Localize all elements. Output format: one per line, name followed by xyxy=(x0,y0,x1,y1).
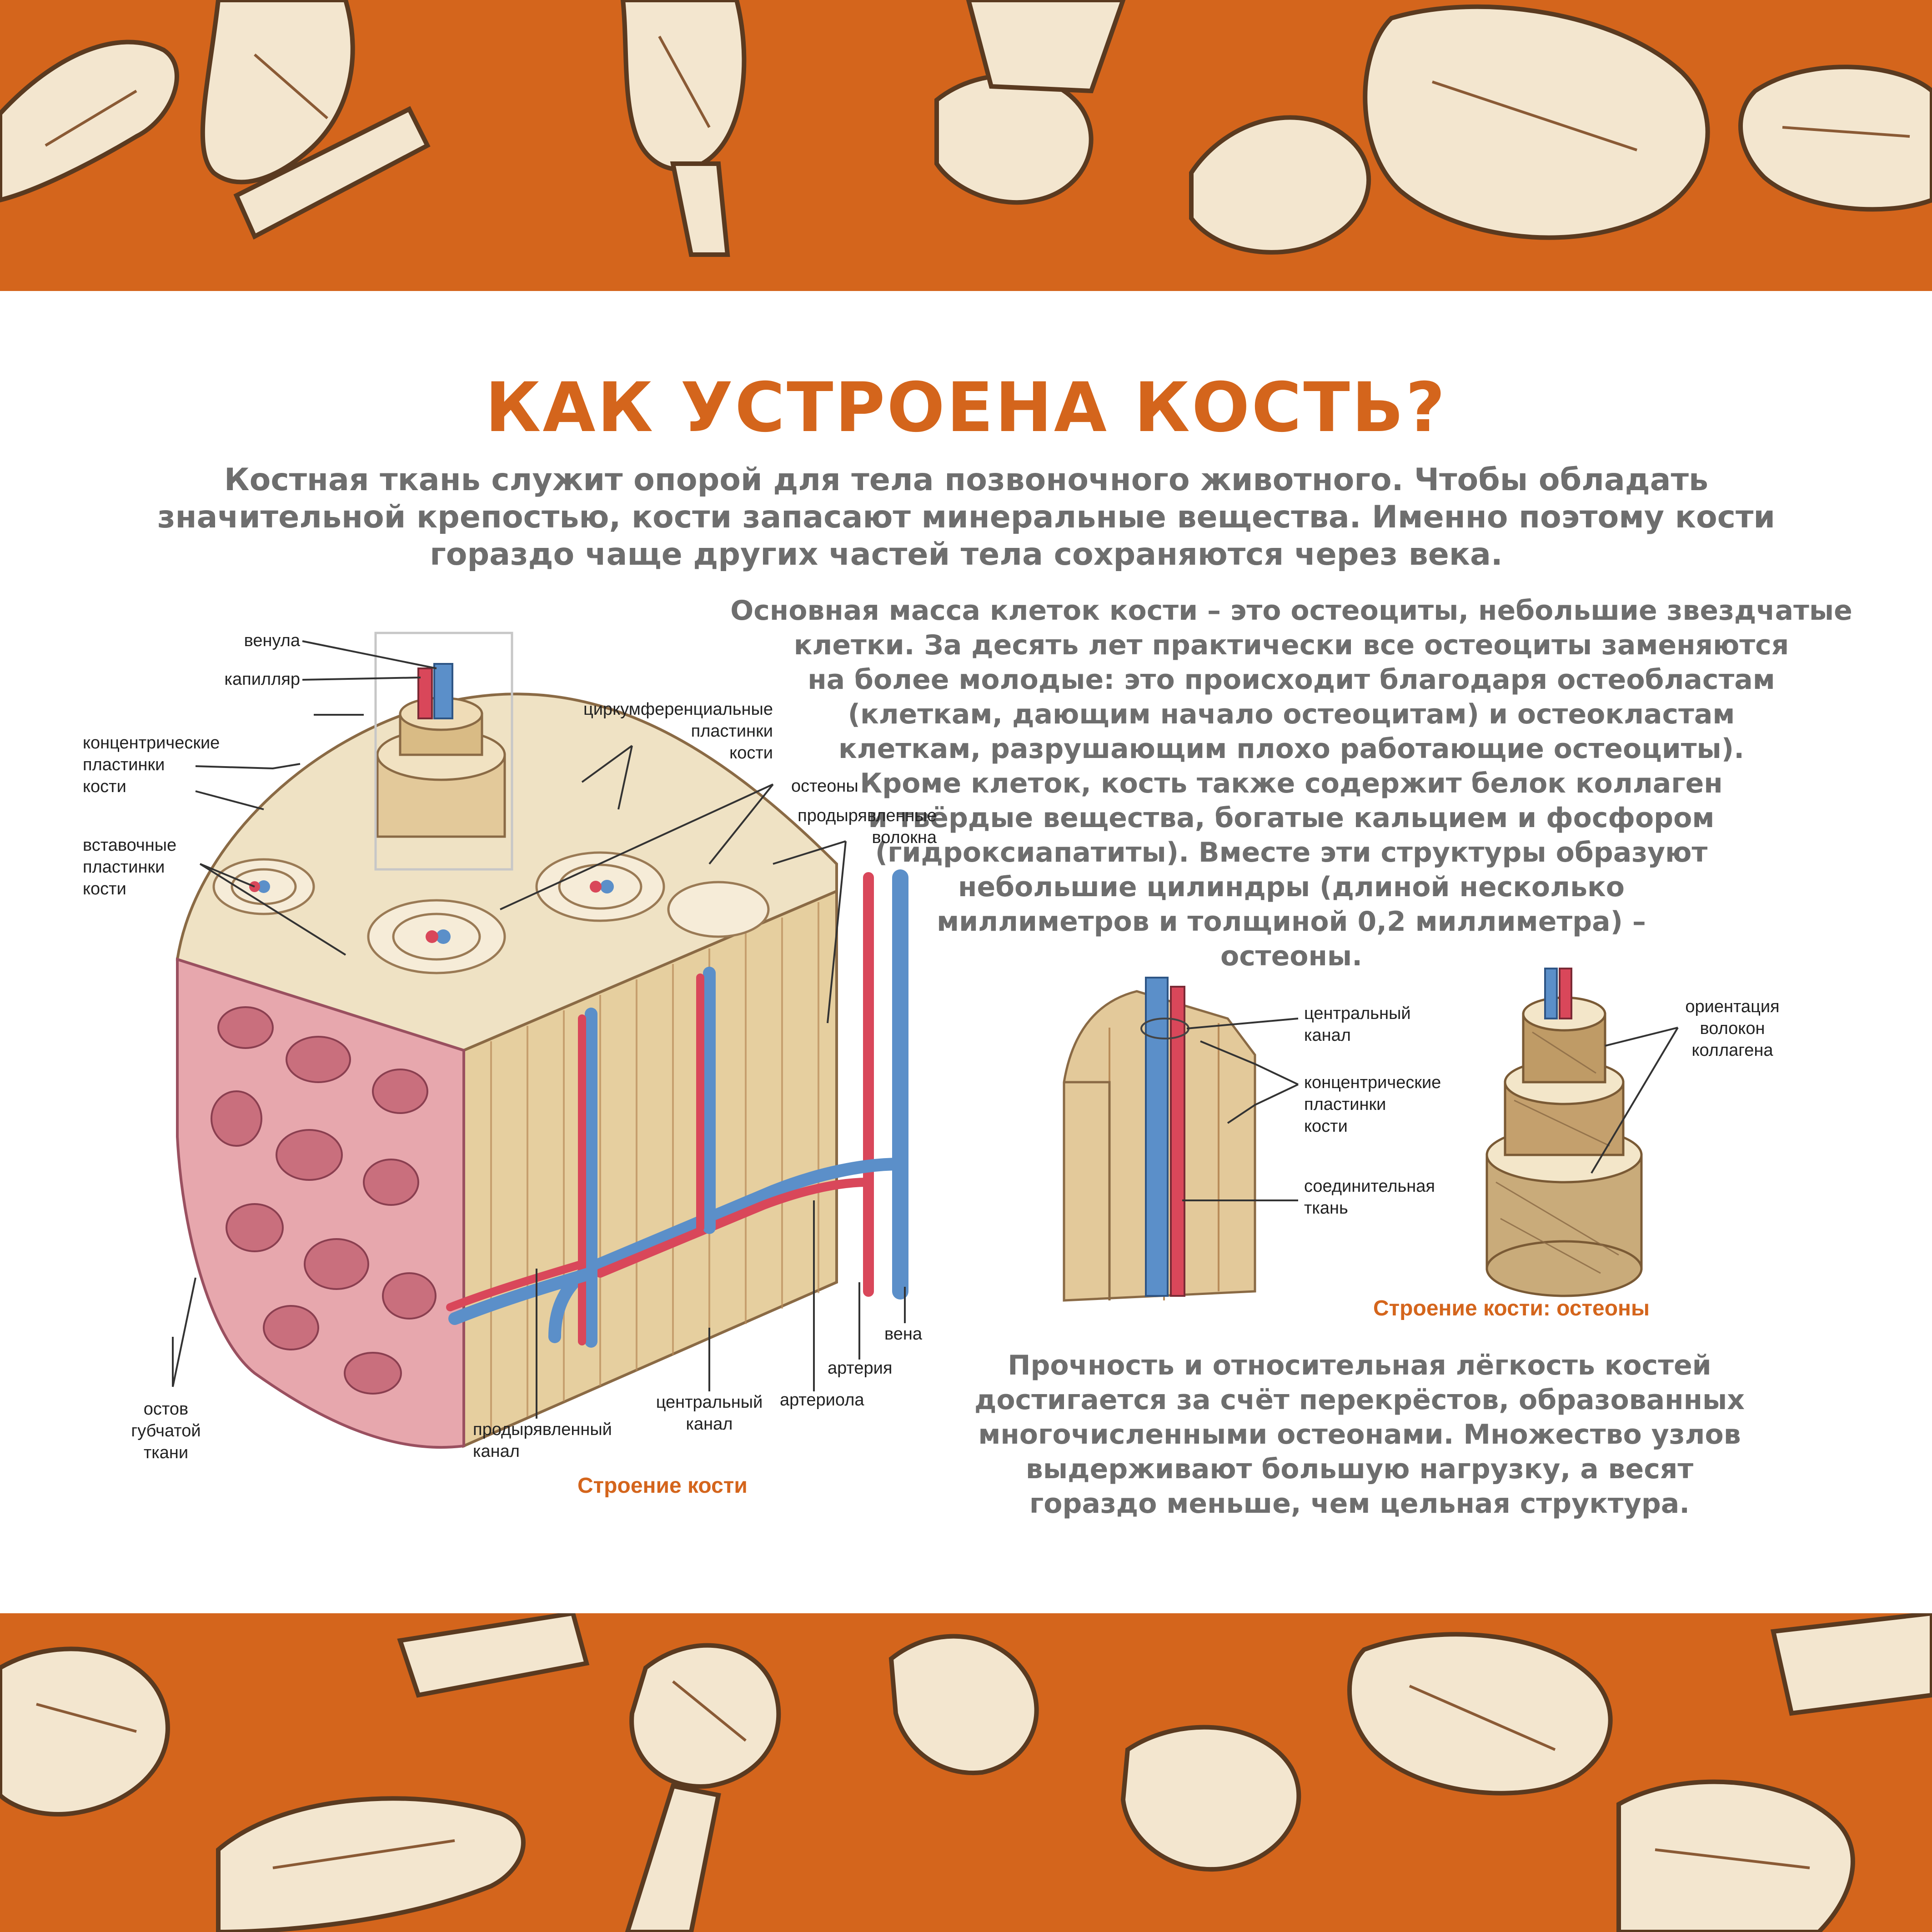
bottom-bones-banner xyxy=(0,1613,1932,1932)
bones-illustration-top xyxy=(0,0,1932,257)
osteon-label-connective-tissue: соединительная ткань xyxy=(1304,1177,1435,1218)
paragraph-line: и твёрдые вещества, богатые кальцием и ф… xyxy=(868,802,1715,834)
label-circumferential-lamellae: циркумференциальные пластинки кости xyxy=(583,700,773,763)
osteon-diagram-caption: Строение кости: остеоны xyxy=(1373,1296,1650,1320)
label-perforating-canal: продырявленный канал xyxy=(473,1420,612,1461)
osteocytes-paragraph: Основная масса клеток кости – это остеоц… xyxy=(691,593,1892,974)
paragraph-line: клетки. За десять лет практически все ос… xyxy=(793,629,1789,661)
label-interstitial-lamellae: вставочные пластинки кости xyxy=(83,836,177,898)
paragraph-line: клеткам, разрушающим плохо работающие ос… xyxy=(838,733,1745,765)
label-osteons: остеоны xyxy=(791,777,858,796)
paragraph-line: гораздо меньше, чем цельная структура. xyxy=(1029,1488,1690,1520)
paragraph-line: Основная масса клеток кости – это остеоц… xyxy=(730,595,1852,627)
label-perforating-fibers: продырявленные волокна xyxy=(798,806,937,847)
page-title: КАК УСТРОЕНА КОСТЬ? xyxy=(485,368,1447,447)
osteon-label-central-canal: центральный канал xyxy=(1304,1004,1411,1045)
intro-line: значительной крепостью, кости запасают м… xyxy=(157,499,1776,535)
intro-paragraph: Костная ткань служит опорой для тела поз… xyxy=(114,462,1819,573)
label-venula: венула xyxy=(244,631,300,650)
label-vein: вена xyxy=(884,1325,923,1344)
paragraph-line: небольшие цилиндры (длиной несколько xyxy=(958,871,1625,903)
intro-line: Костная ткань служит опорой для тела поз… xyxy=(224,462,1708,498)
label-artery: артерия xyxy=(828,1359,893,1378)
paragraph-line: Прочность и относительная лёгкость косте… xyxy=(1008,1350,1711,1381)
paragraph-line: (гидроксиапатиты). Вместе эти структуры … xyxy=(875,837,1708,868)
label-spongy-frame: остов губчатой ткани xyxy=(131,1400,201,1462)
label-capillary: капилляр xyxy=(224,670,300,689)
osteon-label-collagen-orientation: ориентация волокон коллагена xyxy=(1685,997,1780,1060)
bones-illustration-bottom xyxy=(0,1613,1932,1932)
label-arteriole: артериола xyxy=(780,1390,864,1410)
osteon-label-concentric-lamellae: концентрические пластинки кости xyxy=(1304,1073,1441,1136)
paragraph-line: Кроме клеток, кость также содержит белок… xyxy=(860,768,1723,799)
paragraph-line: выдерживают большую нагрузку, а весят xyxy=(1025,1453,1694,1485)
top-bones-banner xyxy=(0,0,1932,291)
label-central-canal: центральный канал xyxy=(656,1393,763,1434)
label-concentric-lamellae: концентрические пластинки кости xyxy=(83,733,220,796)
paragraph-line: на более молодые: это происходит благода… xyxy=(808,664,1775,696)
intro-line: гораздо чаще других частей тела сохраняю… xyxy=(430,537,1503,572)
paragraph-line: достигается за счёт перекрёстов, образов… xyxy=(974,1384,1745,1416)
paragraph-line: остеоны. xyxy=(1220,940,1362,972)
bone-diagram-caption: Строение кости xyxy=(577,1474,748,1498)
paragraph-line: многочисленными остеонами. Множество узл… xyxy=(978,1419,1741,1450)
paragraph-line: миллиметров и толщиной 0,2 миллиметра) – xyxy=(937,906,1646,938)
paragraph-line: (клеткам, дающим начало остеоцитам) и ос… xyxy=(848,698,1735,730)
strength-paragraph: Прочность и относительная лёгкость косте… xyxy=(969,1348,1751,1521)
